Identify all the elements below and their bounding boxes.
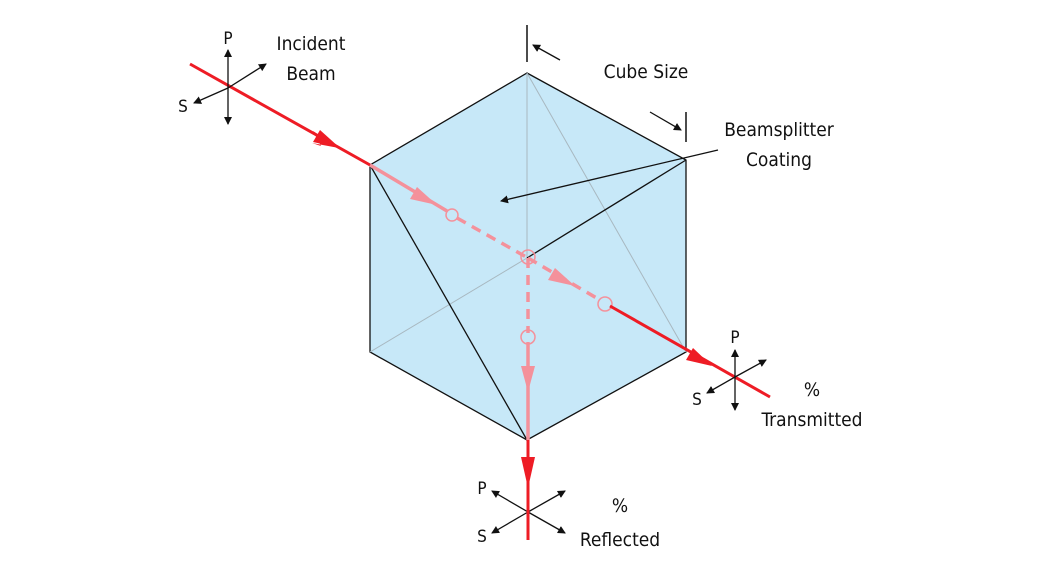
transmitted-beam [609,304,771,399]
internal-beam-dashed [456,216,529,260]
transmitted-label: Transmitted [760,409,862,431]
coating-label: Coating [746,149,812,171]
cube-size-dimension-arrow [532,44,561,61]
incident-beam-label: Beam [286,63,335,85]
p-label: P [730,328,739,348]
coating-diagonal [526,159,687,259]
s-label: S [477,527,487,547]
p-label: P [477,479,486,499]
transmitted-internal-arrowhead [548,268,575,286]
coating-pointer [500,149,719,204]
hidden-edge [369,257,528,353]
internal-beam-arrowhead [410,187,437,205]
reflected-label: % [612,495,628,517]
interface-marker [597,296,613,312]
s-label: S [178,97,188,117]
interface-marker [520,249,536,265]
p-label: P [223,29,232,49]
hidden-edge [526,72,687,353]
coating-label: Beamsplitter [724,119,835,141]
reflected-polarization-icon [491,490,566,534]
incident-polarization-icon [193,49,267,125]
cube-size-label: Cube Size [604,61,689,83]
reflected-beam-arrowhead [521,457,535,488]
interface-marker [445,208,459,222]
incident-beam-arrowhead [313,130,340,148]
cube-size-dimension-arrow [649,111,682,131]
coating-diagonal [369,164,528,441]
reflected-internal-arrowhead [521,366,535,392]
incident-beam-label: Incident [277,33,346,55]
reflected-label: Reflected [580,529,660,551]
transmitted-label: % [804,379,820,401]
s-label: S [692,390,702,410]
transmitted-beam-arrowhead [686,348,712,366]
interface-marker [520,329,536,345]
transmitted-polarization-icon [706,349,767,411]
incident-beam [189,62,371,167]
